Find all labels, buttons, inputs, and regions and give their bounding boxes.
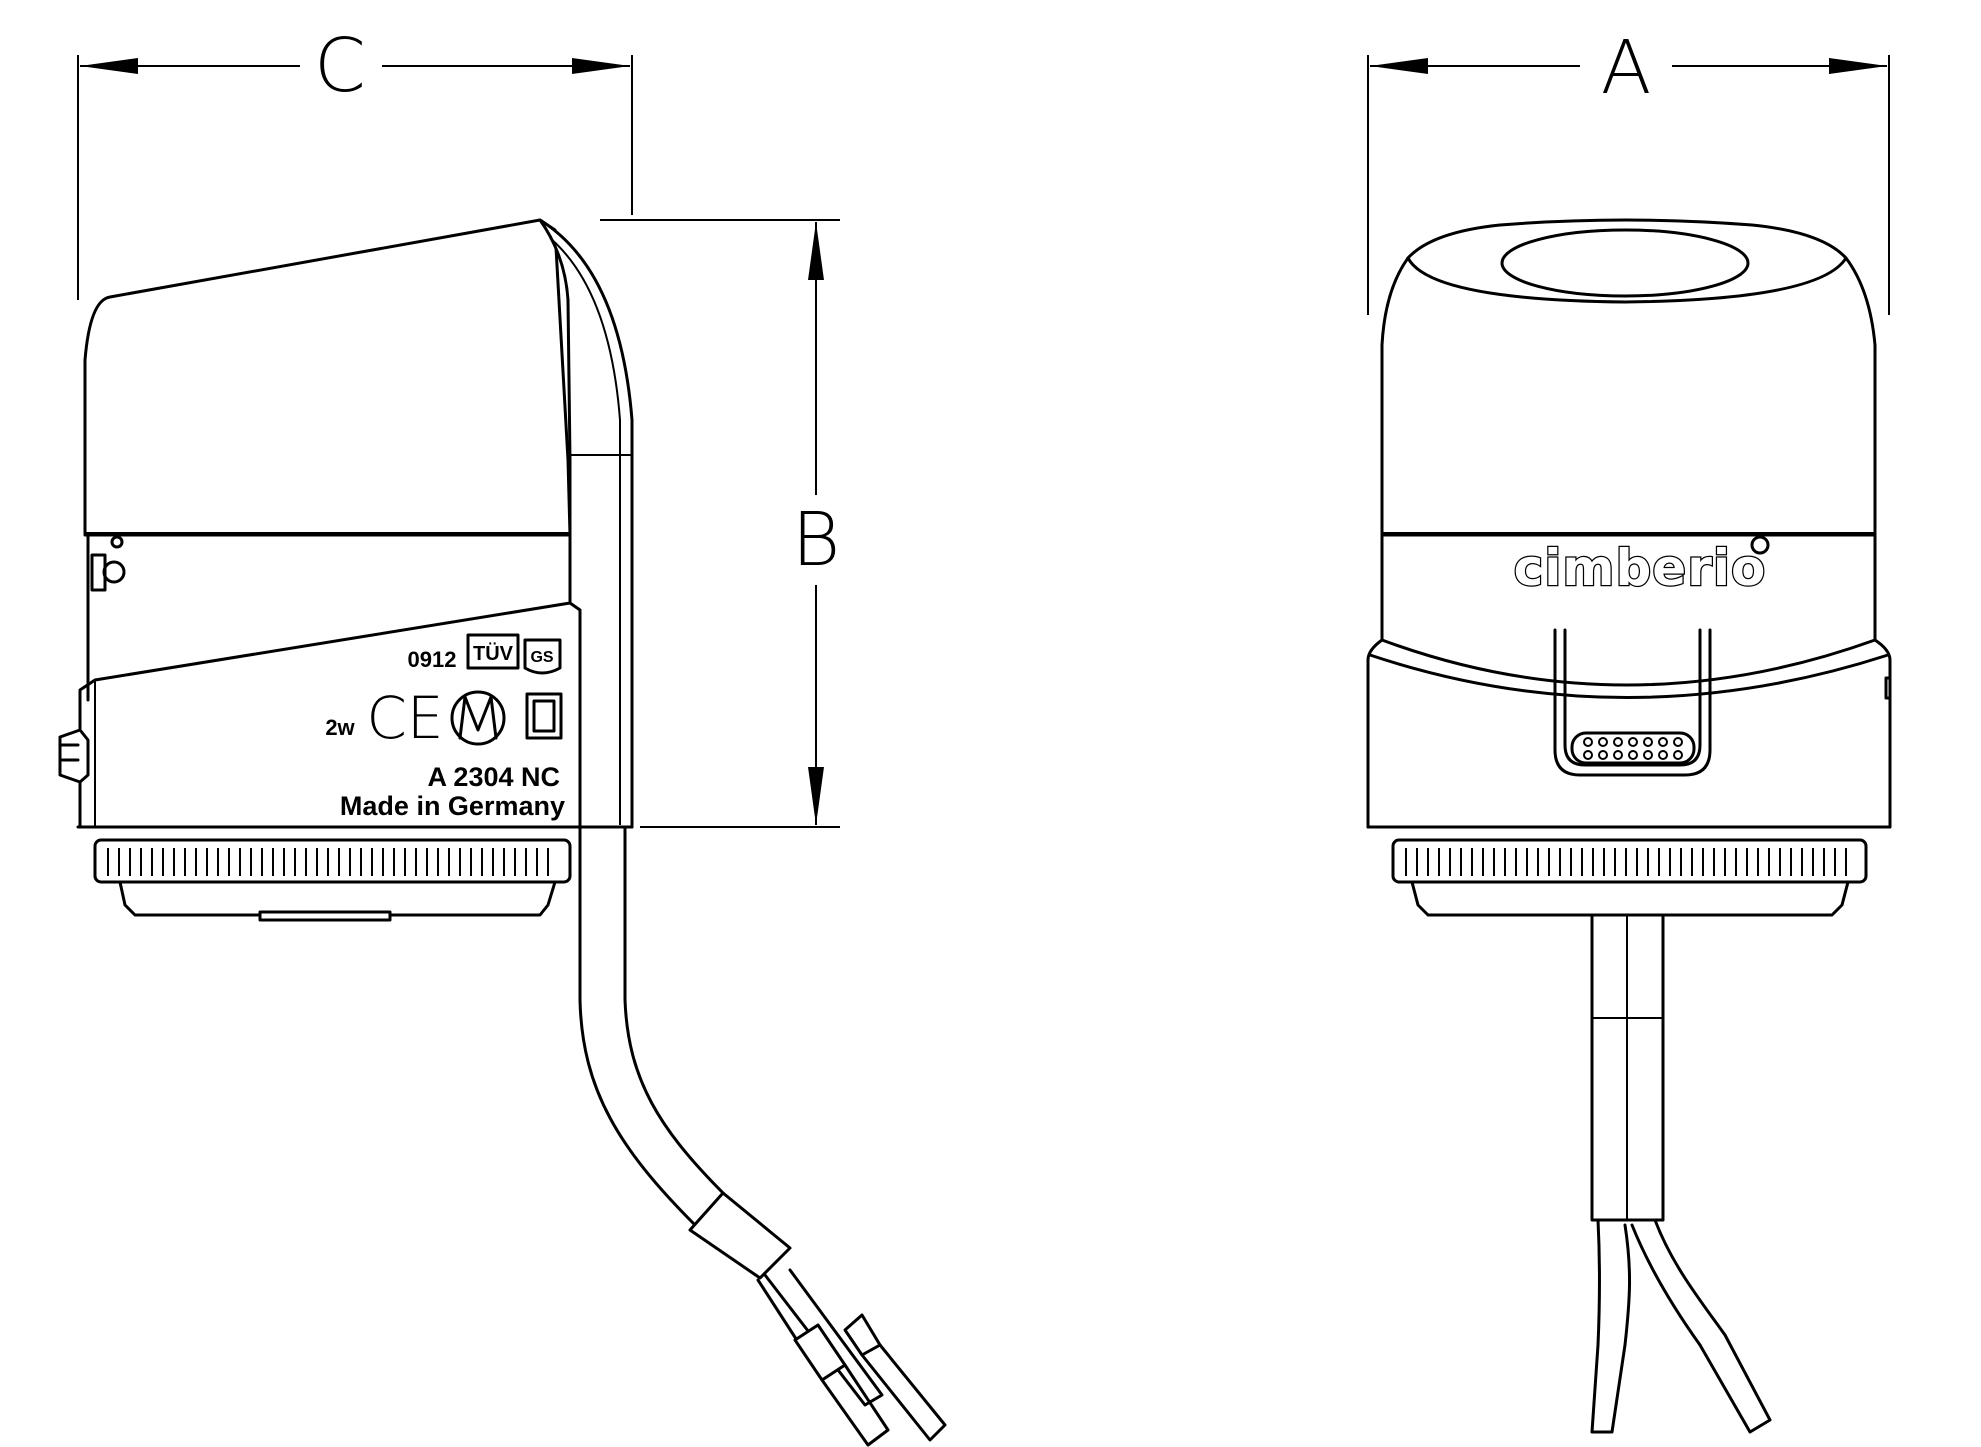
dimension-c: C xyxy=(77,23,633,300)
dimension-b-label: B xyxy=(792,497,840,583)
clip-dot xyxy=(1673,737,1683,747)
clip-dot xyxy=(1583,750,1593,760)
clip-dot xyxy=(1598,750,1608,760)
clip-dot xyxy=(1628,737,1638,747)
conformity-mark-icon xyxy=(450,690,506,746)
side-knurled-ring xyxy=(93,838,572,922)
front-knurled-ring xyxy=(1391,838,1868,917)
side-lever xyxy=(58,728,90,784)
front-wire-bracket xyxy=(1553,628,1712,777)
dimension-b: B xyxy=(600,219,840,828)
clip-dot xyxy=(1643,750,1653,760)
gs-mark: GS xyxy=(530,649,553,666)
clip-dot xyxy=(1658,750,1668,760)
clip-dot xyxy=(1583,737,1593,747)
clip-dot xyxy=(1658,737,1668,747)
clip-dot xyxy=(1673,750,1683,760)
side-markings: 0912 TÜV GS 2w CE A 2304 NC Made in Germ… xyxy=(325,633,565,821)
gs-mark-frame xyxy=(523,638,562,675)
approval-code: 0912 xyxy=(408,647,457,672)
side-cable xyxy=(578,823,947,1447)
ce-mark: CE xyxy=(366,684,443,752)
front-view: A cimberio xyxy=(1366,25,1892,1434)
front-dome xyxy=(1380,218,1877,537)
clip-dot xyxy=(1613,750,1623,760)
double-insulation-icon xyxy=(525,692,563,740)
power-rating: 2w xyxy=(325,715,355,740)
front-cable xyxy=(1590,903,1772,1434)
side-housing-back xyxy=(538,218,634,829)
model-number: A 2304 NC xyxy=(427,762,560,792)
clip-dot xyxy=(1598,737,1608,747)
clip-dot xyxy=(1628,750,1638,760)
front-top-opening xyxy=(1500,228,1750,298)
side-housing xyxy=(58,218,634,829)
tuv-mark: TÜV xyxy=(473,642,514,665)
tuv-mark-frame xyxy=(466,633,520,670)
side-housing-upper xyxy=(83,218,572,537)
clip-dot xyxy=(1613,737,1623,747)
side-view: C B xyxy=(58,23,947,1447)
dimension-c-label: C xyxy=(314,23,366,109)
dimension-a: A xyxy=(1367,25,1890,315)
clip-dot xyxy=(1643,737,1653,747)
front-housing: cimberio xyxy=(1366,218,1892,829)
brand-logo: cimberio xyxy=(1514,539,1767,597)
origin: Made in Germany xyxy=(340,791,565,821)
dimension-a-label: A xyxy=(1601,25,1652,111)
